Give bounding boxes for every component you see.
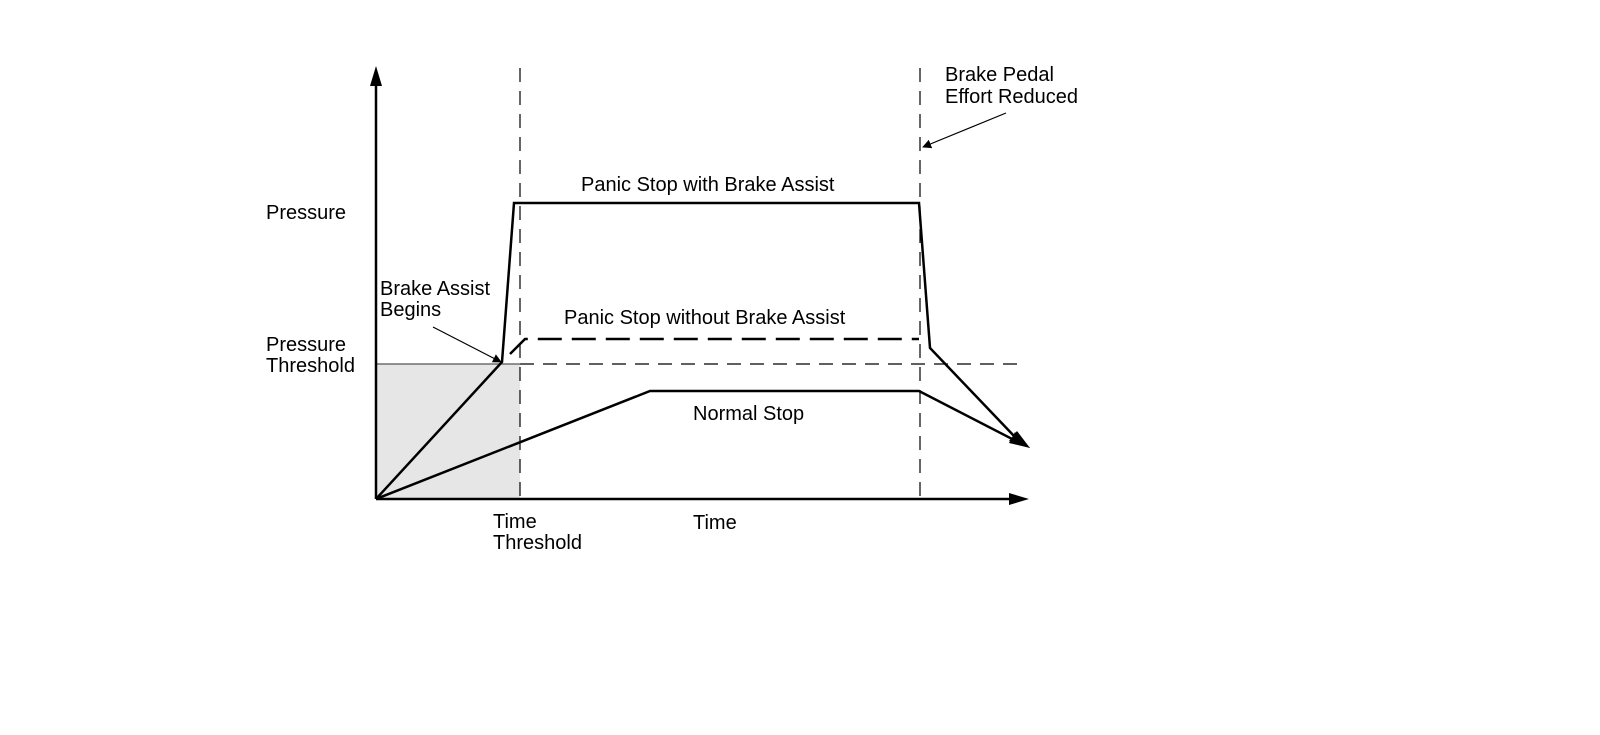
x-axis-label: Time [693, 512, 737, 534]
panic-stop-with-assist-curve [375, 201, 1016, 500]
y-axis-label: Pressure [266, 202, 346, 224]
effort-reduced-leader [922, 112, 1007, 149]
time-threshold-label-line1: Time [493, 511, 537, 533]
effort-reduced-label-line2: Effort Reduced [945, 86, 1078, 108]
panic-with-assist-label: Panic Stop with Brake Assist [581, 174, 835, 196]
pressure-threshold-label-line2: Threshold [266, 355, 355, 377]
effort-reduced-label-line1: Brake Pedal [945, 64, 1054, 86]
brake-assist-begins-label-line1: Brake Assist [380, 278, 490, 300]
normal-stop-arrowhead [1009, 432, 1030, 448]
panic-stop-without-assist-curve [509, 337, 919, 355]
time-threshold-label-line2: Threshold [493, 532, 582, 554]
brake-assist-begins-leader [432, 326, 502, 363]
panic-without-assist-label: Panic Stop without Brake Assist [564, 307, 846, 329]
normal-stop-label: Normal Stop [693, 403, 804, 425]
normal-stop-curve [375, 389, 1019, 501]
brake-assist-begins-label-line2: Begins [380, 299, 441, 321]
x-axis-arrowhead [1009, 493, 1029, 505]
pressure-threshold-label-line1: Pressure [266, 334, 346, 356]
y-axis-arrowhead [370, 66, 382, 86]
threshold-region [376, 364, 520, 499]
